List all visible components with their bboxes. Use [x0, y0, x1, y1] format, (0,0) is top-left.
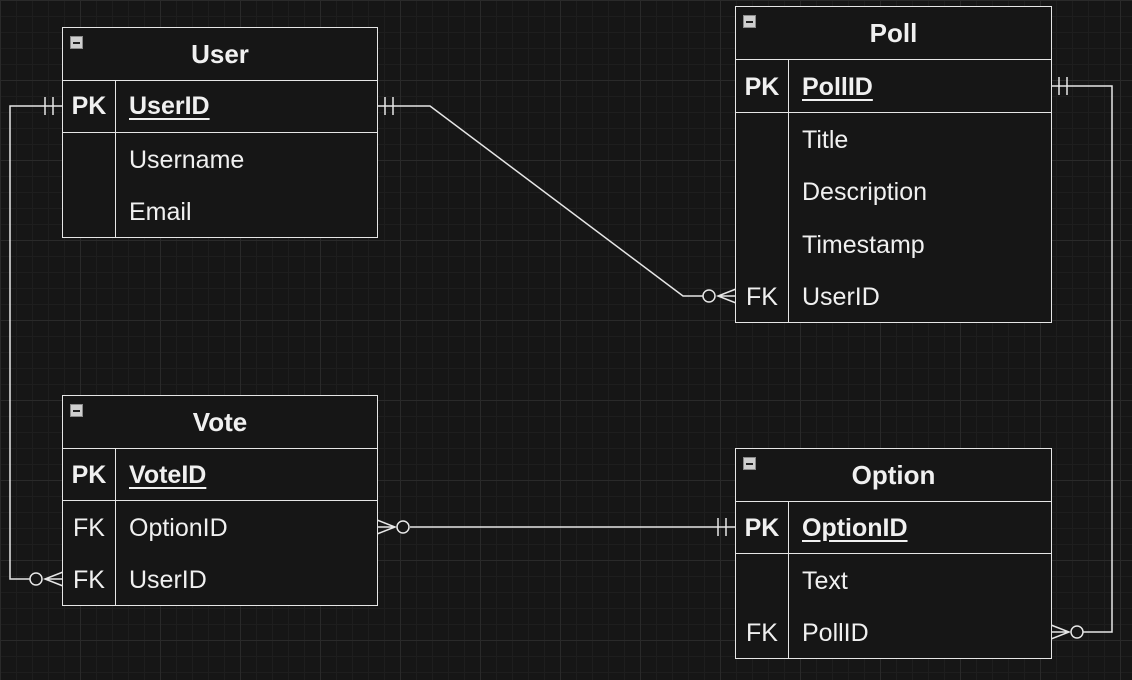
field-text[interactable]: Text [802, 567, 848, 595]
key-label [63, 186, 115, 238]
key-label: PK [744, 73, 780, 101]
entity-title: User [63, 28, 377, 81]
pk-separator [63, 132, 377, 133]
field-timestamp[interactable]: Timestamp [802, 231, 925, 259]
one-mandatory-marker [1058, 77, 1068, 95]
many-marker [1050, 624, 1072, 640]
edge-poll-option [1051, 85, 1113, 633]
key-column-divider [788, 59, 789, 322]
key-label: PK [71, 92, 107, 120]
field-optionid[interactable]: OptionID [129, 514, 228, 542]
field-optionid[interactable]: OptionID [802, 514, 908, 542]
one-mandatory-marker [717, 518, 727, 536]
key-label: PK [71, 461, 107, 489]
key-label [736, 219, 788, 271]
field-title[interactable]: Title [802, 126, 849, 154]
one-mandatory-marker [44, 97, 54, 115]
pk-separator [736, 112, 1051, 113]
key-column-divider [788, 501, 789, 658]
entity-option[interactable]: Option PK OptionID Text FK PollID [735, 448, 1052, 659]
field-email[interactable]: Email [129, 198, 192, 226]
key-label: FK [746, 619, 778, 647]
field-pollid[interactable]: PollID [802, 619, 869, 647]
key-column-divider [115, 80, 116, 237]
key-label [63, 134, 115, 186]
zero-marker [1070, 625, 1084, 639]
key-label: FK [73, 566, 105, 594]
field-pollid[interactable]: PollID [802, 73, 873, 101]
entity-title: Option [736, 449, 1051, 502]
one-mandatory-marker [384, 97, 394, 115]
many-marker [715, 288, 737, 304]
edge-user-poll [377, 105, 703, 297]
key-column-divider [115, 448, 116, 605]
key-label [736, 555, 788, 607]
field-voteid[interactable]: VoteID [129, 461, 207, 489]
field-userid[interactable]: UserID [802, 283, 880, 311]
field-userid[interactable]: UserID [129, 92, 210, 120]
entity-user[interactable]: User PK UserID Username Email [62, 27, 378, 238]
edge-user-vote [9, 105, 63, 580]
zero-marker [29, 572, 43, 586]
collapse-icon[interactable] [70, 36, 83, 49]
field-username[interactable]: Username [129, 146, 245, 174]
entity-title: Poll [736, 7, 1051, 60]
many-marker [42, 571, 64, 587]
field-description[interactable]: Description [802, 178, 928, 206]
field-userid[interactable]: UserID [129, 566, 207, 594]
many-marker [376, 519, 398, 535]
collapse-icon[interactable] [70, 404, 83, 417]
key-label: PK [744, 514, 780, 542]
entity-vote[interactable]: Vote PK VoteID FK OptionID FK UserID [62, 395, 378, 606]
key-label: FK [746, 283, 778, 311]
pk-separator [736, 553, 1051, 554]
zero-marker [702, 289, 716, 303]
zero-marker [396, 520, 410, 534]
collapse-icon[interactable] [743, 15, 756, 28]
pk-separator [63, 500, 377, 501]
entity-title: Vote [63, 396, 377, 449]
collapse-icon[interactable] [743, 457, 756, 470]
key-label: FK [73, 514, 105, 542]
key-label [736, 114, 788, 166]
key-label [736, 166, 788, 218]
entity-poll[interactable]: Poll PK PollID Title Description Timesta… [735, 6, 1052, 323]
